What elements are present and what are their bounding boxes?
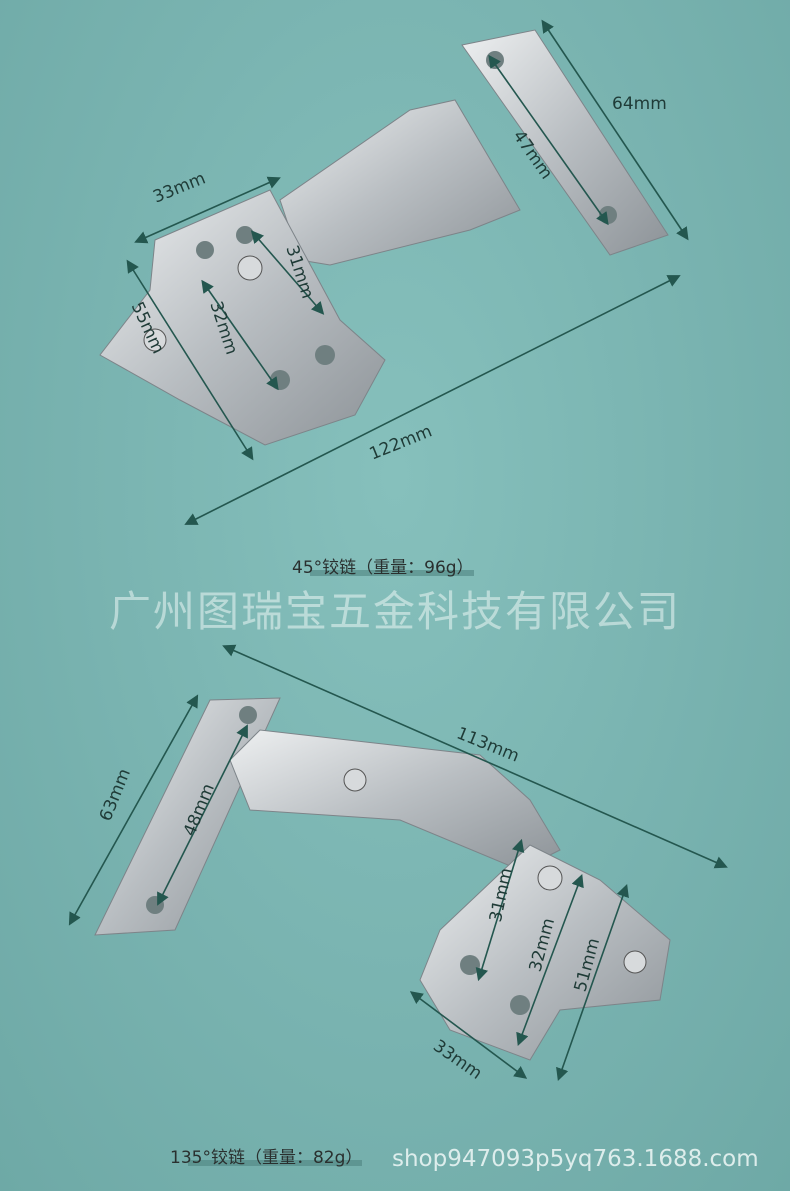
hinge-45-degree [99, 29, 669, 446]
shop-watermark: shop947093p5yq763.1688.com [392, 1146, 759, 1172]
company-watermark: 广州图瑞宝五金科技有限公司 [108, 587, 681, 636]
dimension-lines-bottom [68, 644, 728, 1082]
caption-135-hinge: 135°铰链（重量：82g） [170, 1148, 363, 1168]
dimension-label: 64mm [612, 94, 667, 114]
dimension-lines-top [126, 19, 689, 525]
caption-45-hinge: 45°铰链（重量：96g） [292, 558, 474, 578]
